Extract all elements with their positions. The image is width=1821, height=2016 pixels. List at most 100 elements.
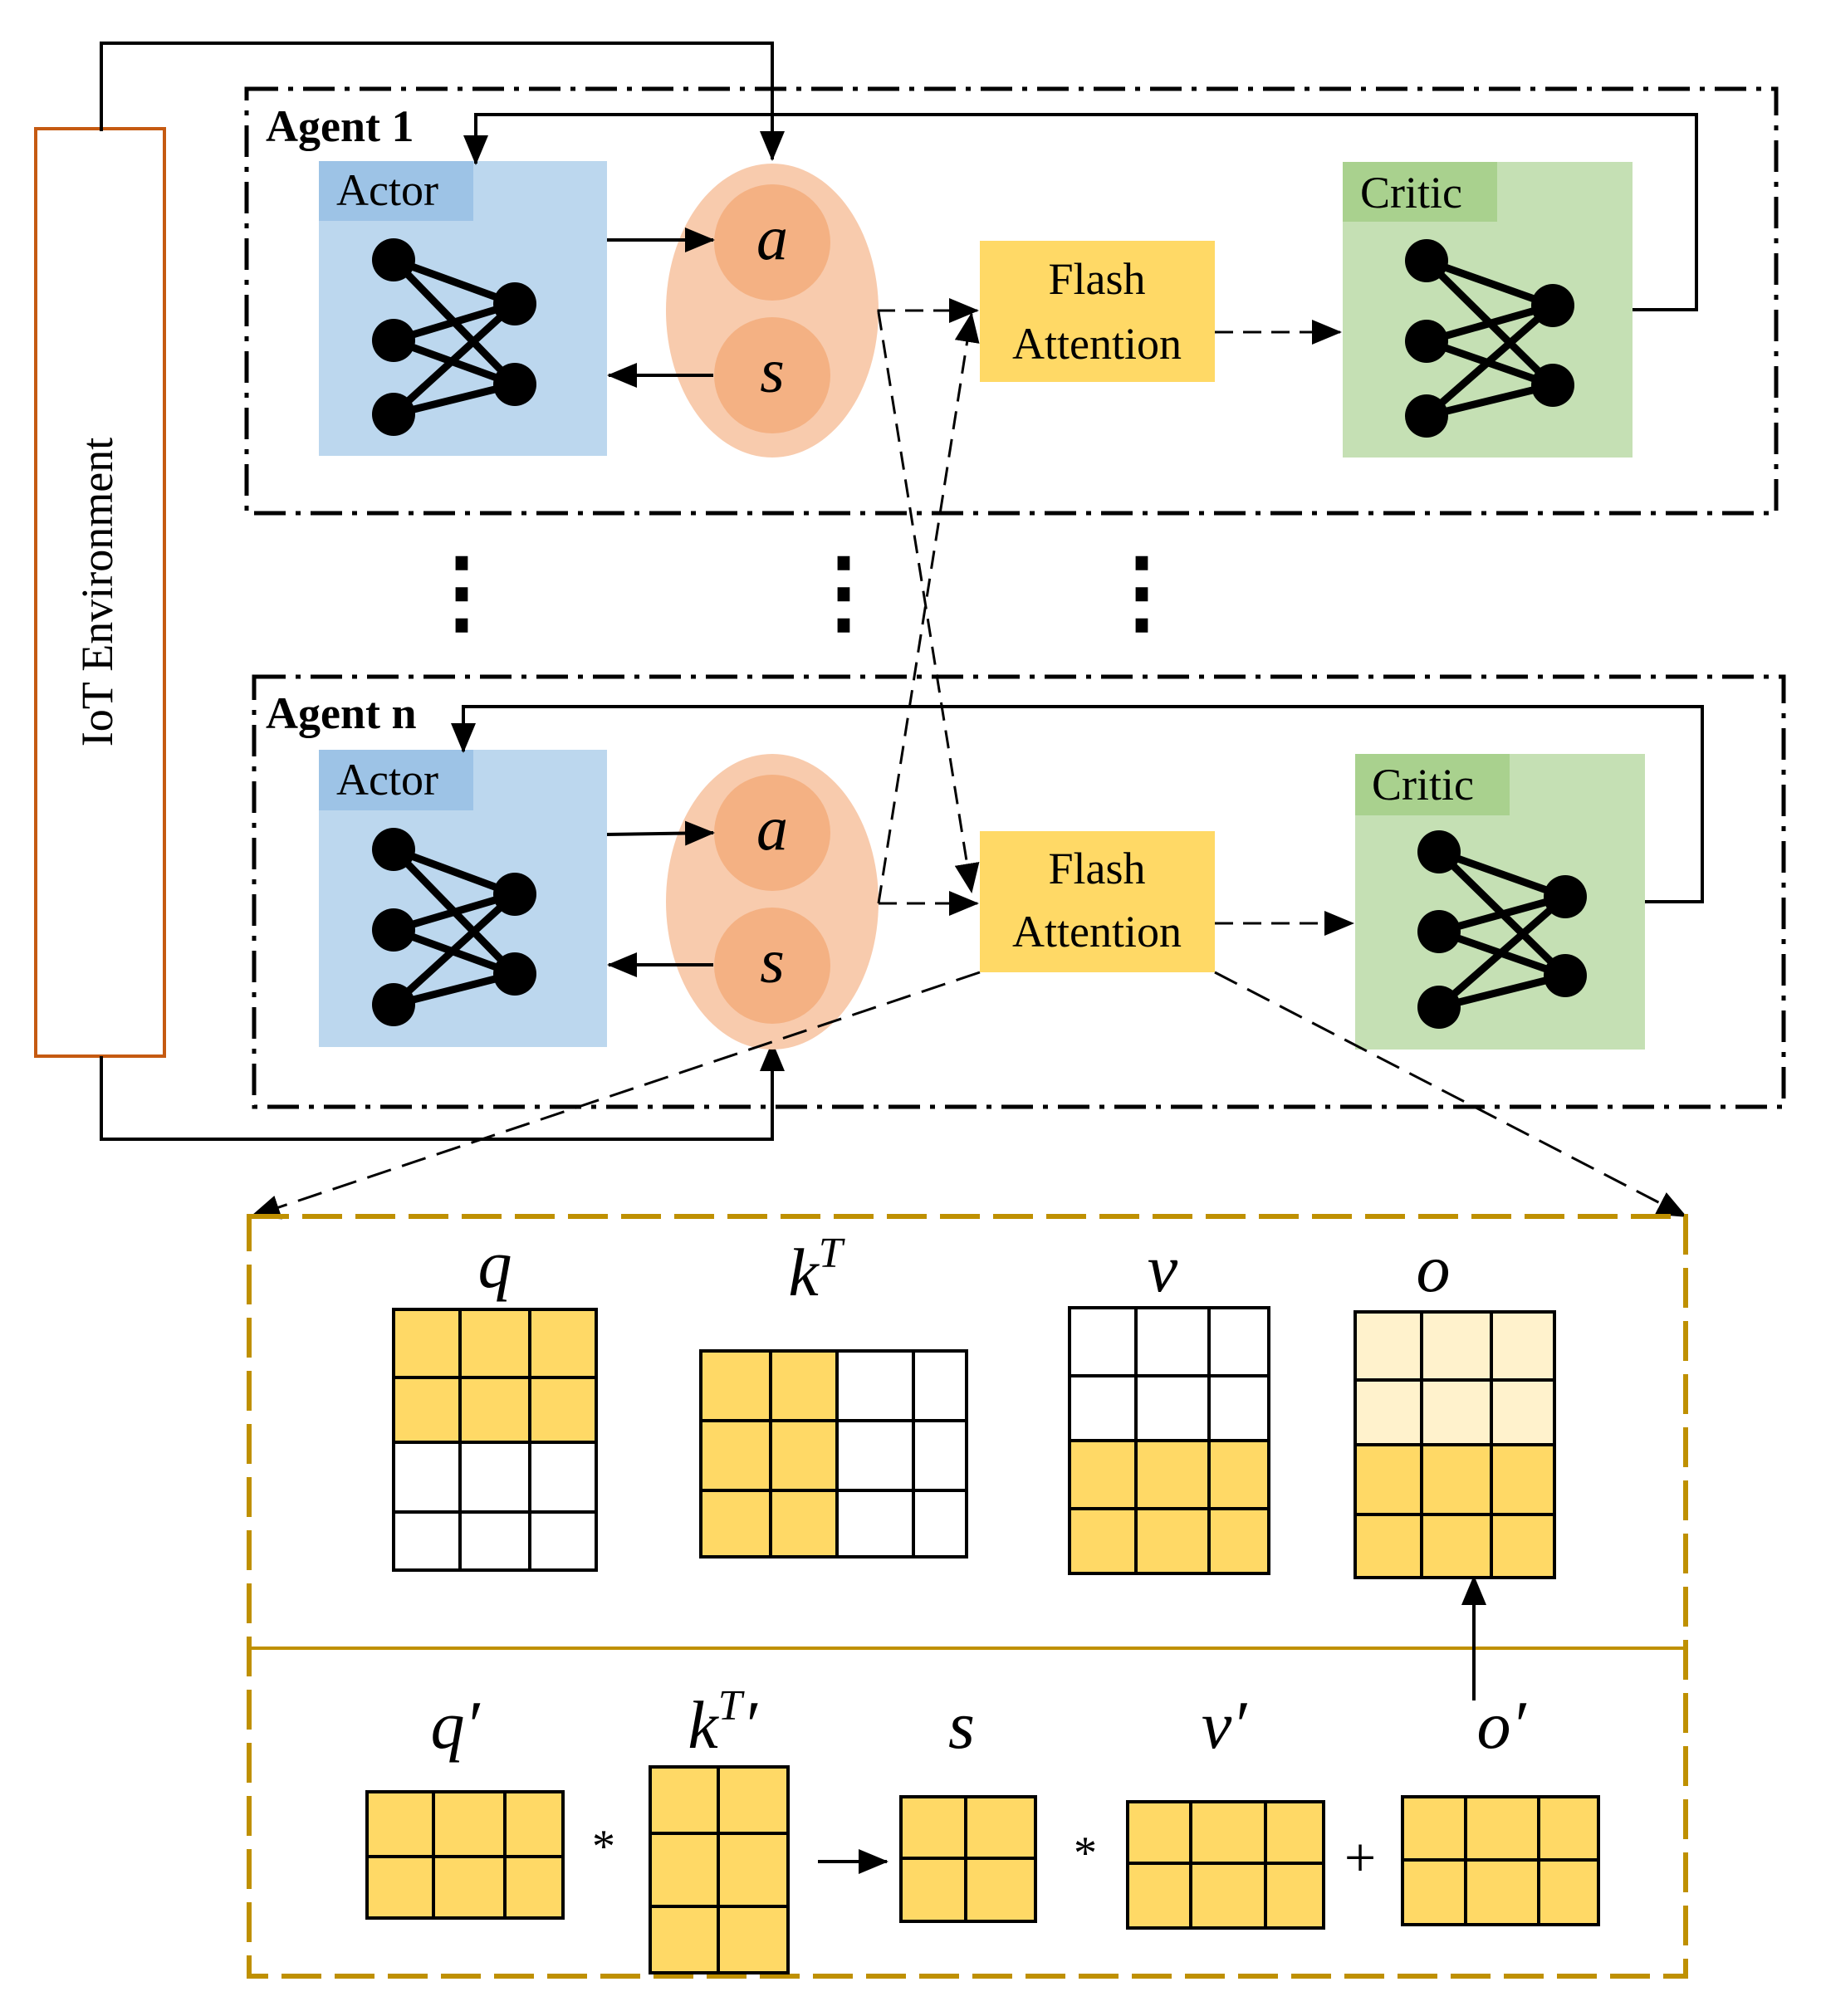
matrix-v-cell [1134,1306,1211,1377]
matrix-q-cell [528,1376,598,1444]
matrix-o-cell [1420,1443,1493,1516]
matrix-grids [365,1306,1600,1974]
agent-n-action-label: a [756,794,788,864]
matrix-v-cell [1134,1507,1211,1575]
agent-n: Agent n Actor a s Flash Atten [252,674,1786,1109]
iot-environment: IoT Environment [34,127,166,1058]
matrix-v-cell [1134,1439,1211,1510]
matrix-o-cell [1420,1378,1493,1446]
matrix-q-prime-cell [503,1790,565,1858]
matrix-v-cell [1207,1507,1270,1575]
matrix-q-cell [528,1510,598,1572]
agent-n-action-node [714,775,830,891]
matrix-v-prime-cell [1189,1862,1267,1930]
agent-n-flash-attention-label-line2: Attention [1012,907,1182,957]
agent-1: Agent 1 Actor a s Flash Atten [244,86,1779,516]
matrix-q-cell [458,1441,531,1514]
matrix-q-prime-cell [432,1790,507,1858]
matrix-v-cell [1207,1439,1270,1510]
matrix-o-cell [1420,1310,1493,1382]
agent-1-critic-label: Critic [1360,168,1462,218]
agent-1-to-agent-n-attention-arrow [877,311,980,893]
agent-1-actor-network-icon [372,238,536,436]
matrix-kT-cell [769,1349,839,1422]
matrix-v-cell [1068,1374,1138,1442]
agent-n-actor-to-action-arrow [606,820,715,846]
agent-1-actor-tab [319,161,473,221]
matrix-o-cell [1354,1310,1423,1382]
matrix-q-cell [392,1376,462,1444]
env-to-agentn-line [100,1041,785,1141]
matrix-o [1354,1310,1556,1579]
matrix-v-cell [1068,1439,1138,1510]
agent-1-critic-feedback-line [463,113,1698,311]
label-kT: kT [788,1230,844,1310]
agent-n-flash-attention-box [980,831,1215,972]
matrix-kT-cell [835,1349,915,1422]
agent-1-flash-attention-label-line2: Attention [1012,319,1182,369]
agent-n-state-node [714,908,830,1024]
matrix-v-prime-cell [1264,1862,1325,1930]
matrix-o-prime-cell [1401,1858,1467,1926]
matrix-o-cell [1354,1513,1423,1579]
matrix-o-cell [1354,1378,1423,1446]
flash-attention-detail: q kT v o q′ kT′ s v′ o′ * * + [247,1214,1688,1979]
agent-n-title: Agent n [266,688,417,738]
zoom-line-right [1214,971,1687,1218]
plus-op: + [1344,1826,1376,1889]
matrix-q-cell [458,1308,531,1379]
matrix-v-prime-cell [1126,1800,1192,1865]
matrix-o-cell [1490,1310,1556,1382]
matrix-o-prime [1401,1795,1600,1926]
agent-1-to-own-attention-arrow [877,298,979,323]
agent-n-critic-network-icon [1417,830,1587,1029]
matrix-q-prime-cell [365,1790,435,1858]
agent-1-critic-network-icon [1405,239,1574,438]
label-q-prime: q′ [431,1687,481,1763]
agent-n-critic-label: Critic [1372,760,1474,810]
iot-environment-label: IoT Environment [72,438,122,746]
agent-n-actor-label: Actor [336,755,438,805]
iot-environment-box [34,127,166,1058]
matrix-v-prime-cell [1264,1800,1325,1865]
matrix-kT-prime-cell [717,1832,790,1908]
agent-n-boundary [252,674,1786,1109]
matrix-v-prime-cell [1189,1800,1267,1865]
agent-1-critic-tab [1343,162,1497,222]
multiply-op-1: * [592,1821,615,1872]
matrix-q-cell [458,1510,531,1572]
matrix-q-cell [458,1376,531,1444]
agent-n-critic-tab [1355,754,1510,815]
matrix-s-cell [899,1795,967,1860]
label-s: s [948,1687,975,1763]
matrix-kT-prime-cell [649,1905,720,1974]
matrix-kT-cell [912,1419,968,1492]
matrix-kT-prime-cell [649,1765,720,1835]
agent-1-title: Agent 1 [266,101,414,151]
matrix-q [392,1308,598,1572]
matrix-q-cell [392,1510,462,1572]
matrix-v-prime [1126,1800,1325,1930]
matrix-o-prime-cell [1464,1795,1540,1862]
agent-n-to-agent-1-attention-arrow [877,312,980,904]
multiply-op-2: * [1074,1828,1097,1879]
matrix-v-cell [1207,1374,1270,1442]
matrix-kT-prime-cell [717,1905,790,1974]
label-o-prime: o′ [1477,1687,1527,1763]
matrix-kT-cell [699,1419,772,1492]
env-to-agent1-line [100,42,785,161]
matrix-s-cell [964,1795,1037,1860]
matrix-kT-cell [769,1489,839,1558]
label-q: q [478,1226,512,1302]
agent-1-flash-attention-label-line1: Flash [1048,254,1145,304]
matrix-o-prime-cell [1537,1795,1600,1862]
ellipsis-state-action: ⋮ [798,541,889,643]
matrix-s-cell [899,1857,967,1923]
matrix-kT-prime-cell [717,1765,790,1835]
zoom-line-left [250,971,981,1220]
matrix-kT-cell [699,1489,772,1558]
matrix-q-prime [365,1790,565,1920]
matrix-v-prime-cell [1126,1862,1192,1930]
matrix-kT-cell [835,1489,915,1558]
matrix-q-cell [528,1308,598,1379]
